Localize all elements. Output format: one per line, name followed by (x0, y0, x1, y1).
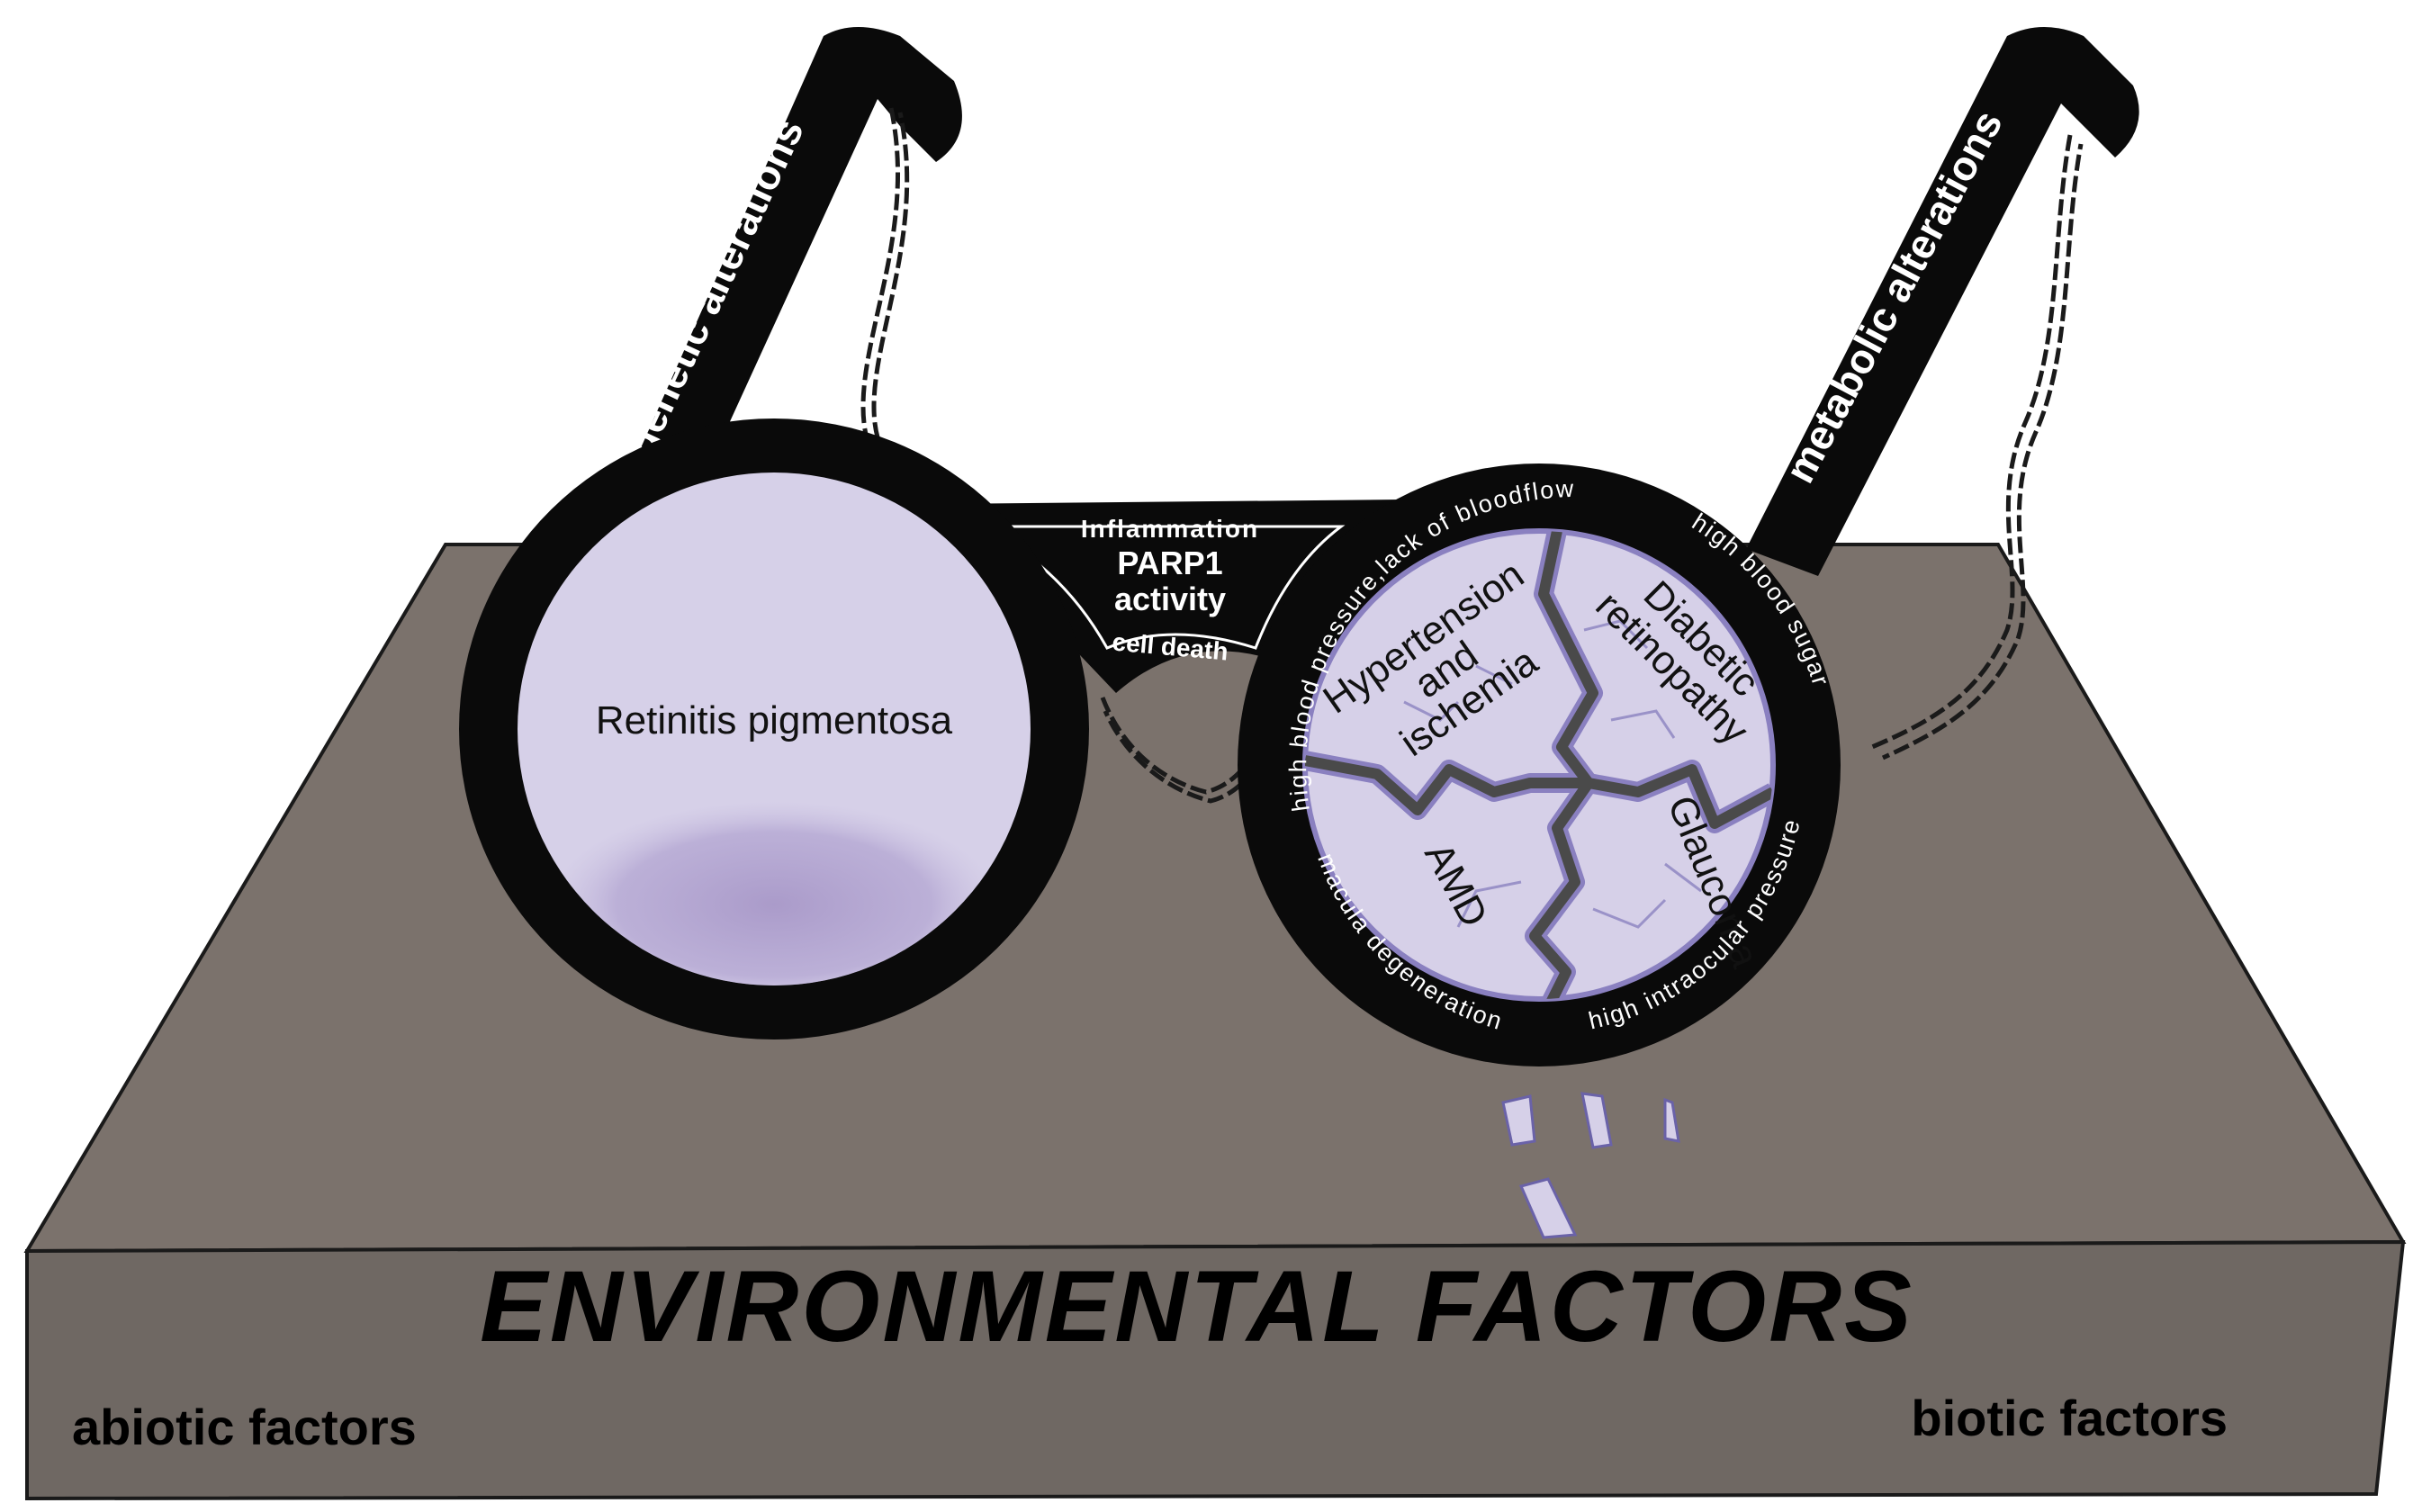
left-lens-label: Retinitis pigmentosa (596, 698, 953, 742)
bridge-middle-label-1: PARP1 (1117, 544, 1222, 581)
glass-shard (1518, 1177, 1578, 1239)
right-chain (1871, 134, 2084, 760)
bridge-middle-label-2: activity (1114, 580, 1226, 617)
bridge-top-label: Inflammation (1081, 515, 1259, 543)
right-lens: Hypertension and ischemia Diabetic retin… (1238, 464, 1841, 1066)
left-lens: Retinitis pigmentosa (459, 418, 1089, 1040)
base-title: ENVIRONMENTAL FACTORS (480, 1250, 1914, 1363)
base-right-label: biotic factors (1911, 1390, 2228, 1446)
environment-base: ENVIRONMENTAL FACTORS abiotic factors bi… (23, 543, 2407, 1501)
glass-shard (1501, 1094, 1536, 1147)
base-left-label: abiotic factors (72, 1399, 417, 1455)
glass-shard (1580, 1092, 1613, 1149)
right-temple: metabolic alterations (1746, 27, 2139, 576)
bridge-outline (980, 525, 1346, 650)
right-temple-label: metabolic alterations (1776, 103, 2012, 490)
left-lens-shadow (549, 801, 999, 986)
lens-cracks (1305, 531, 1773, 999)
glass-shard (1663, 1097, 1680, 1143)
falling-shards (1501, 1092, 1680, 1239)
base-front-face (25, 1239, 2406, 1501)
bridge: Inflammation PARP1 activity cell death (936, 500, 1404, 720)
